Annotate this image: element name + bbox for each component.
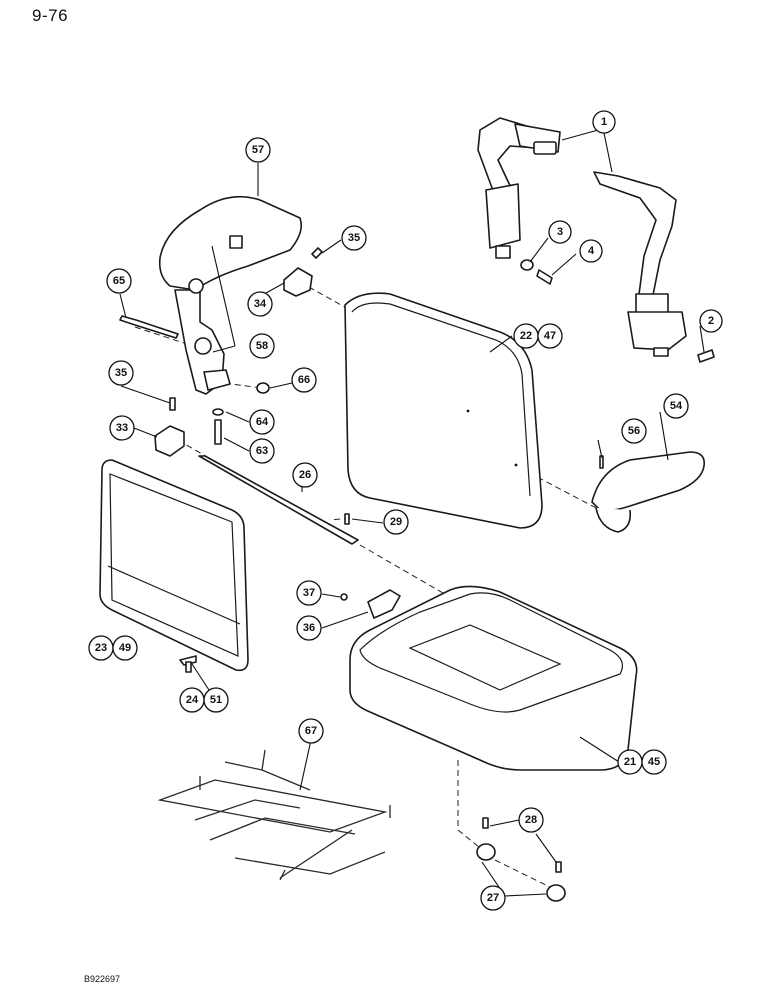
callout-35-left: 35	[108, 360, 134, 386]
callout-35-top: 35	[341, 225, 367, 251]
svg-text:24: 24	[186, 694, 199, 706]
svg-text:1: 1	[601, 116, 607, 128]
armrest-left	[158, 195, 303, 395]
callout-34: 34	[247, 291, 273, 317]
svg-text:63: 63	[256, 445, 268, 457]
svg-text:51: 51	[210, 694, 222, 706]
callout-49: 49	[112, 635, 138, 661]
svg-text:66: 66	[298, 374, 310, 386]
svg-text:49: 49	[119, 642, 131, 654]
backrest-cushion	[344, 292, 543, 529]
callout-4: 4	[579, 239, 603, 263]
page-number: 9-76	[32, 6, 69, 25]
callout-65: 65	[106, 268, 132, 294]
belt-hardware	[520, 259, 715, 363]
callout-24: 24	[179, 687, 205, 713]
callout-26: 26	[292, 462, 318, 488]
small-hardware	[119, 247, 401, 673]
svg-text:36: 36	[303, 622, 315, 634]
svg-text:23: 23	[95, 642, 107, 654]
svg-text:35: 35	[348, 232, 360, 244]
callout-28: 28	[518, 807, 544, 833]
callout-64: 64	[249, 409, 275, 435]
svg-text:3: 3	[557, 226, 563, 238]
leader-lines	[119, 129, 705, 897]
armrest-right	[591, 451, 706, 533]
svg-text:64: 64	[256, 416, 269, 428]
svg-text:4: 4	[588, 245, 595, 257]
bumper-parts	[476, 817, 566, 902]
svg-text:58: 58	[256, 340, 268, 352]
svg-text:26: 26	[299, 469, 311, 481]
svg-text:65: 65	[113, 275, 125, 287]
callout-58: 58	[249, 333, 275, 359]
seat-cushion	[349, 585, 638, 771]
drawing-code: B922697	[84, 974, 121, 984]
callout-57: 57	[245, 137, 271, 163]
svg-text:21: 21	[624, 756, 636, 768]
svg-text:56: 56	[628, 425, 640, 437]
callout-1: 1	[592, 110, 616, 134]
svg-text:57: 57	[252, 144, 264, 156]
callout-36: 36	[296, 615, 322, 641]
svg-text:34: 34	[254, 298, 267, 310]
svg-text:54: 54	[670, 400, 683, 412]
svg-text:27: 27	[487, 892, 499, 904]
callout-56: 56	[621, 418, 647, 444]
callout-47: 47	[537, 323, 563, 349]
callout-51: 51	[203, 687, 229, 713]
callout-3: 3	[548, 220, 572, 244]
svg-text:67: 67	[305, 725, 317, 737]
svg-text:47: 47	[544, 330, 556, 342]
back-panel	[99, 459, 249, 672]
svg-text:29: 29	[390, 516, 402, 528]
svg-text:37: 37	[303, 587, 315, 599]
callout-66: 66	[291, 367, 317, 393]
callout-21: 21	[617, 749, 643, 775]
callout-67: 67	[298, 718, 324, 744]
svg-text:28: 28	[525, 814, 537, 826]
callout-37: 37	[296, 580, 322, 606]
svg-text:33: 33	[116, 422, 128, 434]
callout-27: 27	[480, 885, 506, 911]
callout-45: 45	[641, 749, 667, 775]
callout-22: 22	[513, 323, 539, 349]
callout-54: 54	[663, 393, 689, 419]
seat-wire-frame	[157, 749, 391, 881]
svg-text:22: 22	[520, 330, 532, 342]
svg-text:35: 35	[115, 367, 127, 379]
callout-33: 33	[109, 415, 135, 441]
callout-29: 29	[383, 509, 409, 535]
svg-text:45: 45	[648, 756, 660, 768]
callout-63: 63	[249, 438, 275, 464]
svg-text:2: 2	[708, 315, 714, 327]
callout-2: 2	[699, 309, 723, 333]
callout-23: 23	[88, 635, 114, 661]
seat-belt	[477, 117, 687, 357]
